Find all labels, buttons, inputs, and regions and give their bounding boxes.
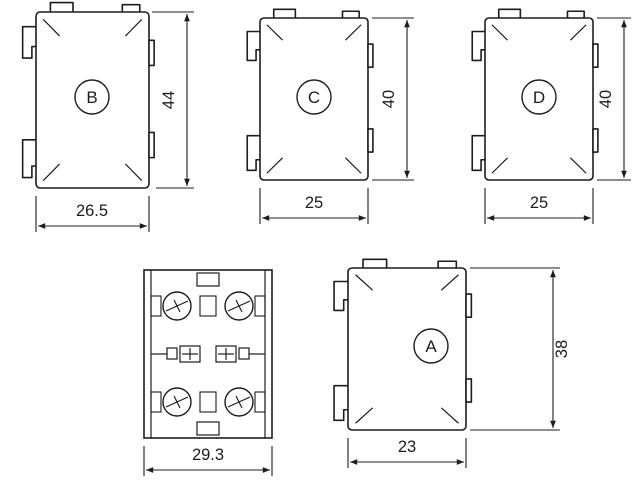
component-b-label: B (86, 88, 97, 107)
clamp-plate (254, 391, 266, 413)
clamp-plate (254, 295, 266, 317)
clamp-plate (150, 295, 162, 317)
component-c: C (246, 8, 374, 181)
terminal-screw (162, 387, 192, 417)
component-c-label-circle (296, 79, 332, 115)
top-view (143, 269, 273, 439)
clamp-plate (150, 391, 162, 413)
dim-topview-width-value: 29.3 (192, 446, 224, 464)
dim-d-width: 25 (484, 188, 594, 224)
component-a-label-circle (413, 328, 449, 364)
component-a-label: A (425, 337, 437, 356)
mount-tab (196, 421, 220, 436)
component-d-label-circle (521, 79, 557, 115)
center-divider (199, 391, 217, 413)
dim-a-height: 38 (470, 267, 571, 431)
dim-c-width-value: 25 (305, 194, 323, 212)
dim-d-height-value: 40 (597, 90, 615, 108)
dim-b-height: 44 (152, 11, 194, 189)
dim-b-width: 26.5 (35, 196, 150, 232)
contact-elements (151, 345, 265, 363)
center-divider (199, 295, 217, 317)
dim-topview-width: 29.3 (143, 446, 273, 476)
component-d: D (471, 8, 599, 181)
dim-c-height-value: 40 (380, 90, 398, 108)
terminal-screw (224, 387, 254, 417)
dim-d-height: 40 (597, 17, 631, 181)
component-d-label: D (533, 88, 545, 107)
dim-a-width-value: 23 (398, 438, 416, 456)
mount-tab (196, 272, 220, 287)
terminal-screw (162, 291, 192, 321)
component-b-label-circle (74, 79, 110, 115)
dim-d-width-value: 25 (530, 194, 548, 212)
component-a: A (333, 258, 473, 431)
terminal-screw (224, 291, 254, 321)
component-b: B (21, 1, 155, 189)
component-c-label: C (308, 88, 320, 107)
dim-b-width-value: 26.5 (76, 202, 108, 220)
dim-c-height: 40 (372, 17, 414, 181)
dim-c-width: 25 (259, 188, 369, 224)
dim-a-height-value: 38 (553, 340, 571, 358)
component-a-outline (333, 258, 473, 431)
dim-b-height-value: 44 (160, 91, 178, 109)
dim-a-width: 23 (347, 438, 467, 468)
